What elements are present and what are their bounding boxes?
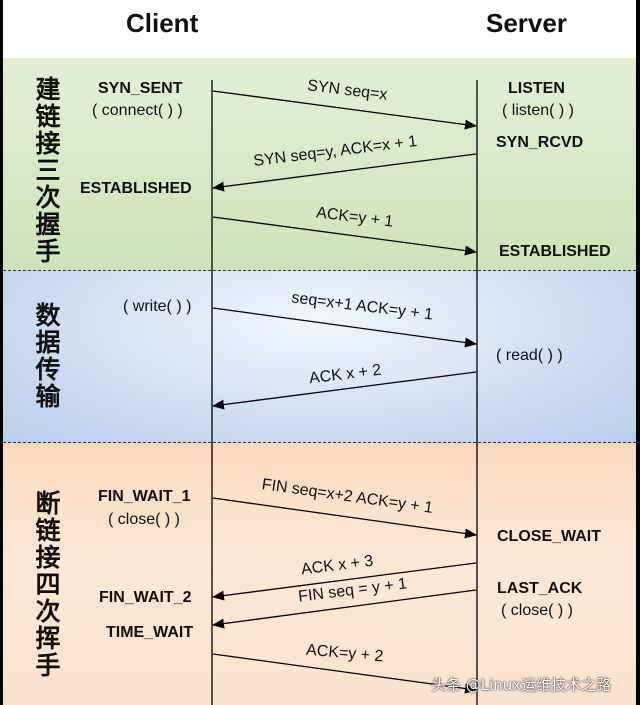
watermark: 头条 @Linux运维技术之路 [431, 676, 612, 694]
phase-title-data: 数据传输 [32, 302, 61, 410]
arrow-syn [212, 90, 477, 130]
phase-title-handshake: 建链接三次握手 [32, 76, 61, 265]
data-transfer-section [3, 271, 636, 443]
call-server-close: ( close( ) ) [501, 602, 573, 619]
state-time-wait: TIME_WAIT [106, 624, 194, 641]
state-listen: LISTEN [508, 80, 565, 97]
arrow-fin1 [212, 497, 477, 539]
handshake-section [3, 58, 636, 271]
sequence-lines [211, 80, 478, 705]
call-client-close: ( close( ) ) [108, 511, 180, 528]
arrow-syn-ack [212, 153, 477, 192]
call-write: ( write( ) ) [123, 298, 192, 315]
teardown-section [3, 443, 636, 705]
arrow-data-ack [212, 371, 477, 410]
client-header: Client [126, 8, 199, 38]
arrow-last-ack [212, 653, 477, 694]
arrow-data [212, 307, 477, 348]
state-close-wait: CLOSE_WAIT [497, 528, 602, 545]
section-divider [3, 442, 636, 443]
call-read: ( read( ) ) [496, 347, 563, 364]
arrow-fin2 [212, 589, 477, 629]
state-syn-sent: SYN_SENT [98, 80, 183, 97]
arrow-ack [212, 216, 477, 256]
state-server-established: ESTABLISHED [499, 243, 611, 260]
tcp-diagram: Client Server 建链接三次握手 数据传输 断链接四次挥手 SYN_S… [3, 0, 636, 705]
phase-title-teardown: 断链接四次挥手 [32, 490, 61, 679]
call-connect: ( connect( ) ) [92, 102, 183, 119]
state-client-established: ESTABLISHED [80, 180, 192, 197]
state-fin-wait-2: FIN_WAIT_2 [99, 589, 192, 606]
state-fin-wait-1: FIN_WAIT_1 [98, 488, 191, 505]
state-last-ack: LAST_ACK [497, 580, 583, 597]
call-listen: ( listen( ) ) [502, 102, 574, 119]
arrow-ack-fin1 [212, 562, 477, 601]
section-divider [3, 270, 636, 271]
state-syn-rcvd: SYN_RCVD [496, 134, 584, 151]
server-header: Server [486, 8, 567, 38]
